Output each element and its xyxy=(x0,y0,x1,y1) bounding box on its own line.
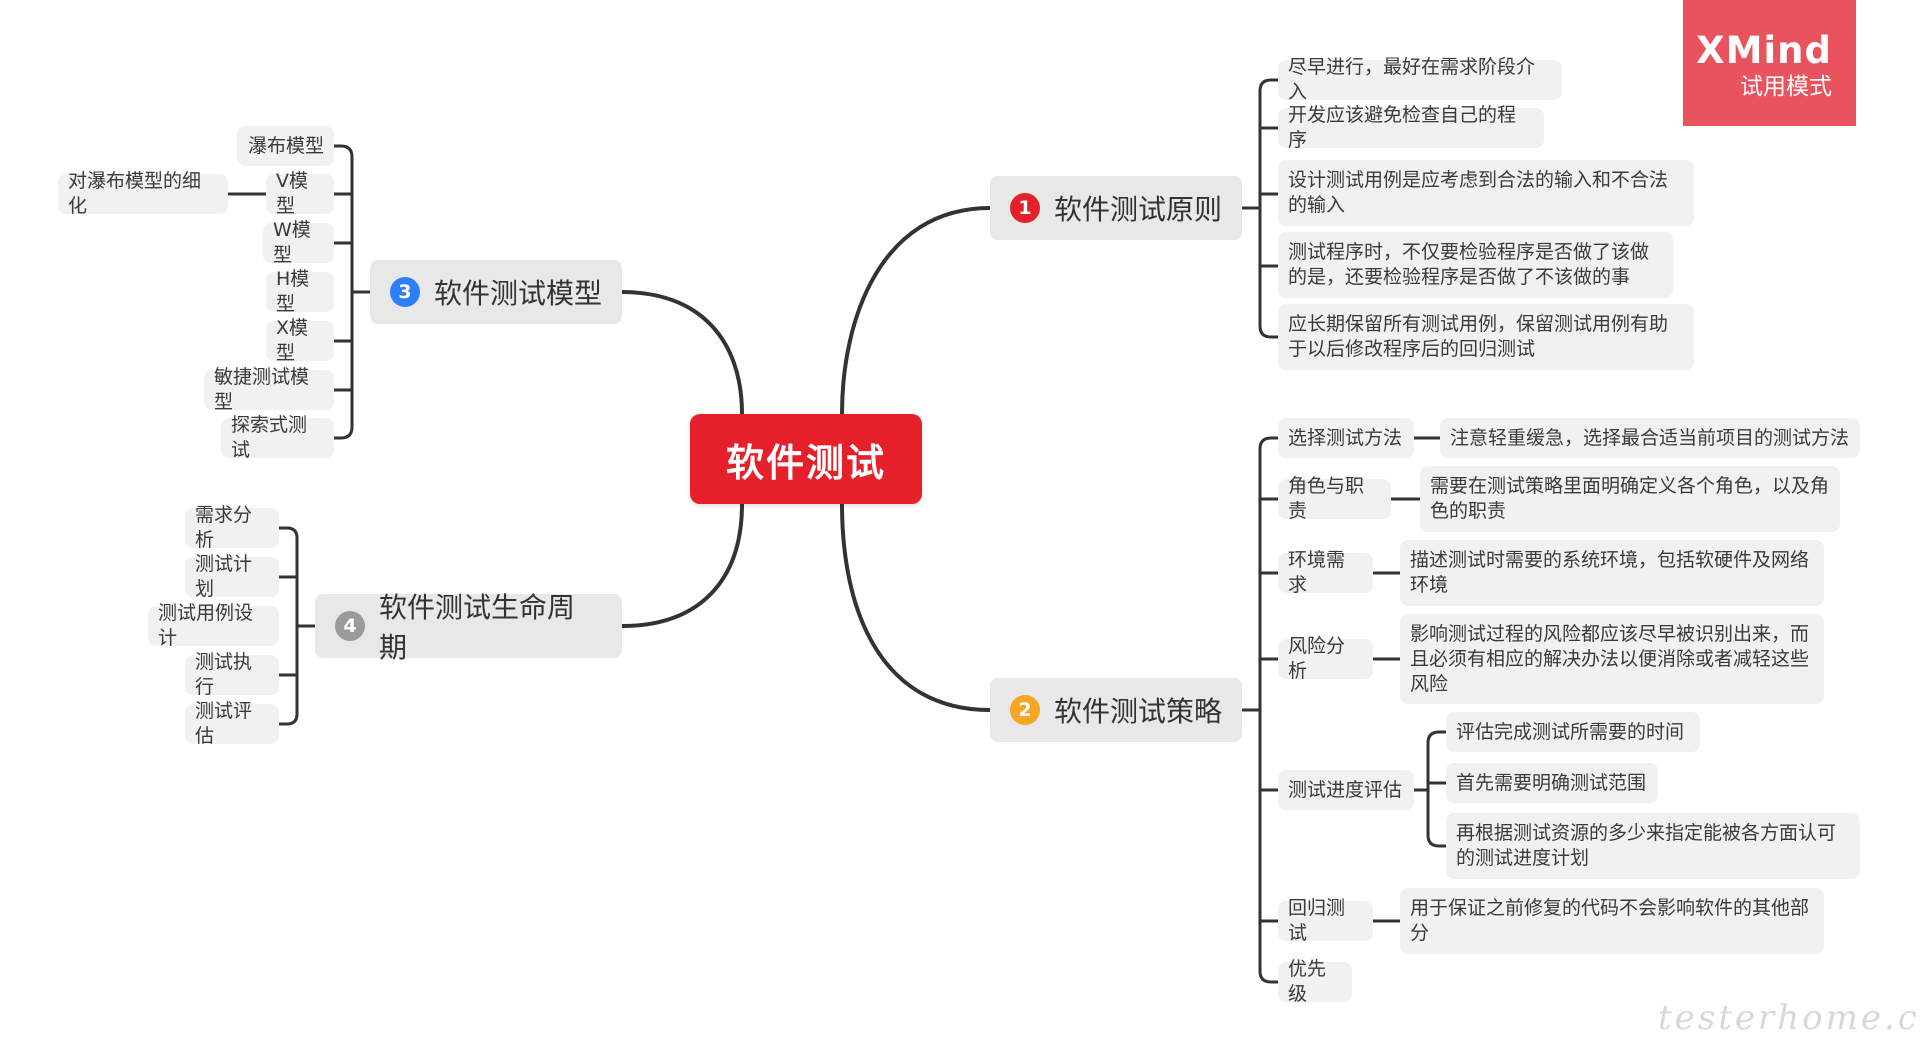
number-3-icon: 3 xyxy=(390,277,420,307)
strategy-detail[interactable]: 影响测试过程的风险都应该尽早被识别出来，而且必须有相应的解决办法以便消除或者减轻… xyxy=(1400,614,1824,704)
principle-item[interactable]: 尽早进行，最好在需求阶段介入 xyxy=(1278,56,1562,103)
strategy-risk[interactable]: 风险分析 xyxy=(1278,635,1373,682)
lifecycle-item[interactable]: 测试执行 xyxy=(185,651,279,698)
model-item[interactable]: W模型 xyxy=(263,219,334,266)
strategy-detail[interactable]: 再根据测试资源的多少来指定能被各方面认可的测试进度计划 xyxy=(1446,813,1860,879)
model-item[interactable]: 瀑布模型 xyxy=(237,126,334,166)
branch-label: 软件测试原则 xyxy=(1054,193,1223,226)
strategy-detail[interactable]: 描述测试时需要的系统环境，包括软硬件及网络环境 xyxy=(1400,540,1824,606)
lifecycle-item[interactable]: 测试评估 xyxy=(185,700,279,747)
principle-item[interactable]: 应长期保留所有测试用例，保留测试用例有助于以后修改程序后的回归测试 xyxy=(1278,304,1694,370)
lifecycle-item[interactable]: 测试计划 xyxy=(185,553,279,600)
model-item[interactable]: V模型 xyxy=(266,170,334,217)
model-item[interactable]: X模型 xyxy=(266,317,334,364)
xmind-trial-badge: XMind 试用模式 xyxy=(1683,0,1856,126)
principle-item[interactable]: 设计测试用例是应考虑到合法的输入和不合法的输入 xyxy=(1278,160,1694,226)
strategy-detail[interactable]: 注意轻重缓急，选择最合适当前项目的测试方法 xyxy=(1440,418,1860,458)
xmind-logo-text: XMind xyxy=(1696,29,1832,72)
strategy-roles[interactable]: 角色与职责 xyxy=(1278,475,1391,522)
lifecycle-item[interactable]: 测试用例设计 xyxy=(148,602,279,649)
trial-mode-label: 试用模式 xyxy=(1740,74,1832,100)
number-2-icon: 2 xyxy=(1010,695,1040,725)
strategy-priority[interactable]: 优先级 xyxy=(1278,958,1352,1005)
branch-label: 软件测试策略 xyxy=(1054,695,1223,728)
branch-testing-lifecycle[interactable]: 4 软件测试生命周期 xyxy=(315,591,622,664)
model-item[interactable]: 探索式测试 xyxy=(221,414,334,461)
strategy-environment[interactable]: 环境需求 xyxy=(1278,549,1373,596)
branch-testing-models[interactable]: 3 软件测试模型 xyxy=(370,260,622,324)
branch-testing-principles[interactable]: 1 软件测试原则 xyxy=(990,176,1242,240)
principle-item[interactable]: 开发应该避免检查自己的程序 xyxy=(1278,104,1544,151)
lifecycle-item[interactable]: 需求分析 xyxy=(185,504,279,551)
branch-label: 软件测试模型 xyxy=(434,277,603,310)
number-1-icon: 1 xyxy=(1010,193,1040,223)
branch-testing-strategy[interactable]: 2 软件测试策略 xyxy=(990,678,1242,742)
strategy-detail[interactable]: 评估完成测试所需要的时间 xyxy=(1446,712,1700,752)
strategy-regression[interactable]: 回归测试 xyxy=(1278,897,1373,944)
watermark: testerhome.com xyxy=(1658,998,1920,1038)
strategy-detail[interactable]: 用于保证之前修复的代码不会影响软件的其他部分 xyxy=(1400,888,1824,954)
principle-item[interactable]: 测试程序时，不仅要检验程序是否做了该做的是，还要检验程序是否做了不该做的事 xyxy=(1278,232,1673,298)
model-item-detail[interactable]: 对瀑布模型的细化 xyxy=(58,170,228,217)
model-item[interactable]: H模型 xyxy=(266,268,334,315)
strategy-detail[interactable]: 首先需要明确测试范围 xyxy=(1446,763,1658,803)
strategy-select-method[interactable]: 选择测试方法 xyxy=(1278,418,1414,458)
branch-label: 软件测试生命周期 xyxy=(379,591,576,664)
central-topic[interactable]: 软件测试 xyxy=(690,414,922,504)
strategy-schedule[interactable]: 测试进度评估 xyxy=(1278,770,1414,810)
number-4-icon: 4 xyxy=(335,611,365,641)
strategy-detail[interactable]: 需要在测试策略里面明确定义各个角色，以及角色的职责 xyxy=(1420,466,1840,532)
model-item[interactable]: 敏捷测试模型 xyxy=(204,366,334,413)
